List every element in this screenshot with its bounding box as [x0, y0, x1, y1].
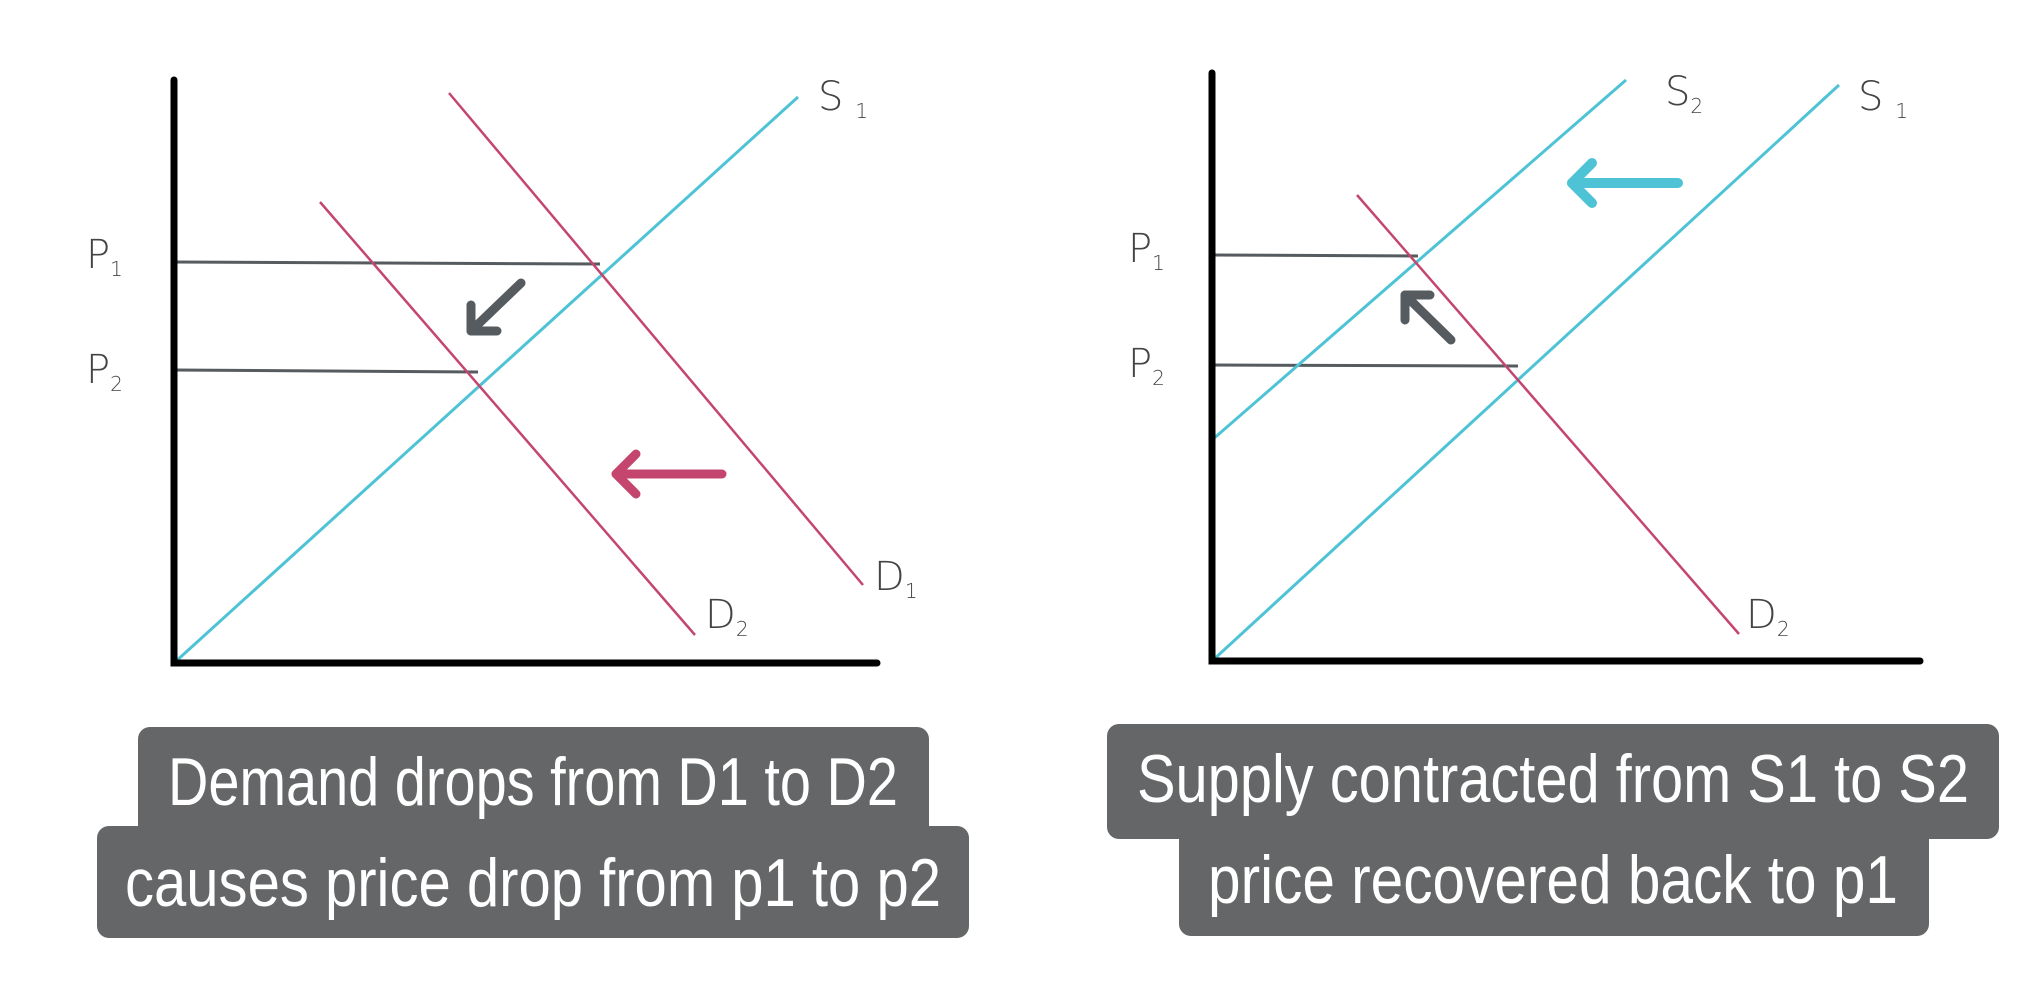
- s1-supply-curve: [1210, 83, 1841, 663]
- equilibrium-down-left-arrow-icon: [466, 278, 526, 336]
- caption-line-2: causes price drop from p1 to p2: [125, 845, 941, 921]
- p1-price-line: [173, 260, 601, 266]
- supply-shift-left-arrow-icon: [1567, 158, 1683, 208]
- d1-demand-curve: [448, 92, 864, 586]
- s1-supply-curve: [172, 95, 800, 665]
- d1-label: D1: [874, 554, 918, 603]
- d2-label: D2: [705, 592, 749, 641]
- p1-price-line: [1211, 253, 1419, 258]
- p2-label: P2: [86, 347, 123, 396]
- p2-price-line: [173, 368, 479, 374]
- s2-supply-curve: [1211, 78, 1627, 442]
- d2-demand-curve: [319, 201, 696, 636]
- left-caption: Demand drops from D1 to D2 causes price …: [97, 727, 969, 938]
- right-caption: Supply contracted from S1 to S2 price re…: [1107, 724, 1999, 936]
- demand-shift-left-arrow-icon: [611, 449, 727, 499]
- d2-label: D2: [1746, 592, 1790, 641]
- equilibrium-up-left-arrow-icon: [1400, 290, 1456, 345]
- s2-label: S2: [1665, 69, 1703, 118]
- d2-demand-curve: [1356, 194, 1740, 635]
- p1-label: P1: [86, 232, 123, 281]
- p1-label: P1: [1128, 226, 1165, 275]
- p2-price-line: [1211, 363, 1519, 368]
- p2-label: P2: [1128, 341, 1165, 390]
- caption-line-1: Demand drops from D1 to D2: [168, 744, 898, 820]
- caption-line-1: Supply contracted from S1 to S2: [1137, 741, 1969, 817]
- axes: [1208, 69, 1924, 665]
- axes: [170, 76, 881, 667]
- caption-line-2: price recovered back to p1: [1208, 842, 1898, 918]
